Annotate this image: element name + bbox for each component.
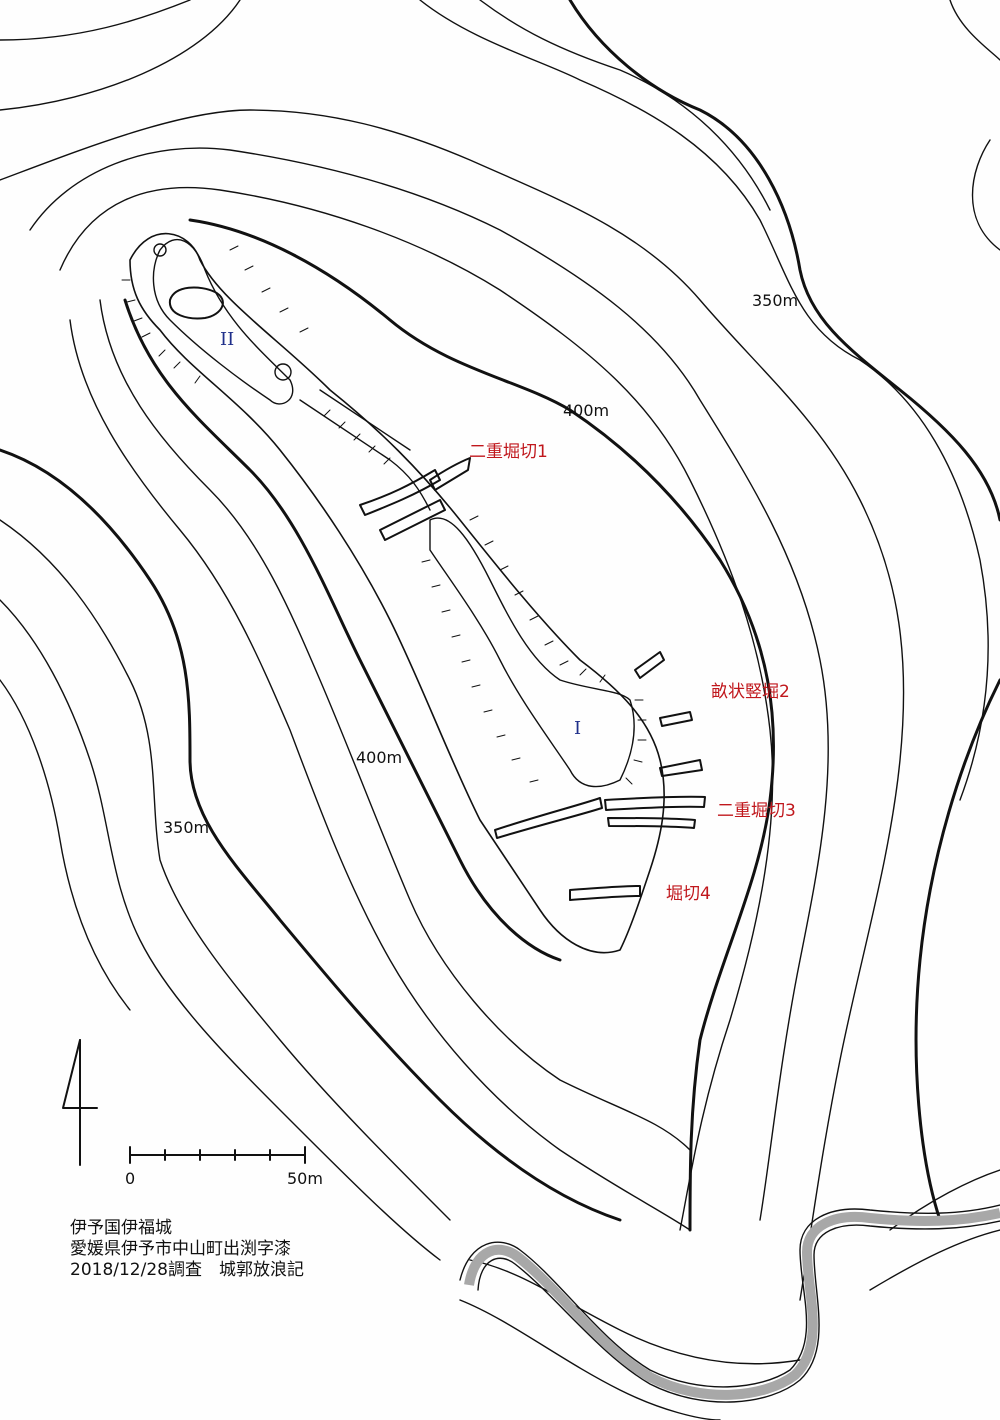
contour-line — [0, 0, 241, 111]
label-enclosure-1: I — [574, 718, 582, 739]
double-cut-1c — [429, 457, 471, 491]
contour-label-350m: 350m — [752, 291, 799, 310]
enclosure-1-outline — [429, 517, 635, 788]
contour-line — [69, 319, 691, 1231]
contour-line-350m-east — [914, 678, 1000, 1222]
label-cut-4: 堀切4 — [666, 884, 711, 904]
contour-line — [0, 519, 451, 1221]
contour-line — [419, 0, 989, 801]
ridge-wall — [299, 399, 431, 511]
contour-line — [29, 147, 829, 1221]
contour-label-400m-west: 400m — [356, 748, 403, 767]
cut-4 — [569, 885, 641, 901]
castle-outline — [129, 232, 665, 954]
road-edge — [477, 1220, 1000, 1403]
caption-castle-name: 伊予国伊福城 — [70, 1218, 172, 1238]
furrow-trench — [659, 759, 703, 777]
scale-label-start: 0 — [125, 1169, 136, 1188]
label-furrow-trenches-2: 畝状竪堀2 — [711, 682, 790, 702]
scale-bar — [129, 1146, 306, 1164]
mound-ii — [168, 286, 224, 320]
label-enclosure-2: II — [220, 329, 235, 350]
label-double-cut-1: 二重堀切1 — [469, 442, 548, 462]
label-double-cut-3: 二重堀切3 — [717, 801, 796, 821]
contour-line — [0, 109, 905, 1301]
contour-line-400m — [188, 218, 775, 1232]
enclosure-2-outline — [152, 238, 294, 405]
road — [464, 1208, 1000, 1400]
contour-line — [0, 0, 191, 41]
contour-line-400m-west — [123, 298, 562, 962]
caption-location: 愛媛県伊予市中山町出渕字漆 — [70, 1239, 291, 1259]
road-edge — [459, 1204, 1000, 1388]
contour-line — [0, 599, 441, 1261]
double-cut-3b — [604, 795, 706, 811]
north-arrow-icon — [62, 1039, 98, 1166]
contour-line — [59, 186, 774, 1231]
pit-ii — [153, 243, 167, 257]
furrow-trench — [659, 711, 693, 727]
contour-label-350m-west: 350m — [163, 818, 210, 837]
slope-hachures — [121, 245, 647, 785]
double-cut-1b — [379, 499, 446, 541]
double-cut-3 — [494, 797, 603, 839]
contour-line — [479, 0, 771, 211]
contour-line — [971, 139, 1000, 251]
contour-line — [0, 679, 131, 1011]
pit-ii-b — [274, 363, 292, 381]
caption-survey-date: 2018/12/28調査 城郭放浪記 — [70, 1260, 304, 1280]
scale-label-end: 50m — [287, 1169, 323, 1188]
contour-line — [459, 1299, 721, 1420]
furrow-trench — [634, 651, 665, 679]
contour-line — [99, 299, 691, 1151]
double-cut-1 — [359, 469, 441, 516]
contour-line-350m-west — [0, 448, 622, 1222]
contour-line-350m — [568, 0, 1000, 522]
ridge-wall — [319, 389, 411, 451]
contour-line — [869, 1229, 1000, 1291]
contour-label-400m: 400m — [563, 401, 610, 420]
contour-line — [949, 0, 1000, 61]
map-caption: 伊予国伊福城 愛媛県伊予市中山町出渕字漆 2018/12/28調査 城郭放浪記 — [70, 1218, 304, 1281]
contour-line — [469, 1259, 801, 1365]
double-cut-3c — [607, 817, 696, 829]
